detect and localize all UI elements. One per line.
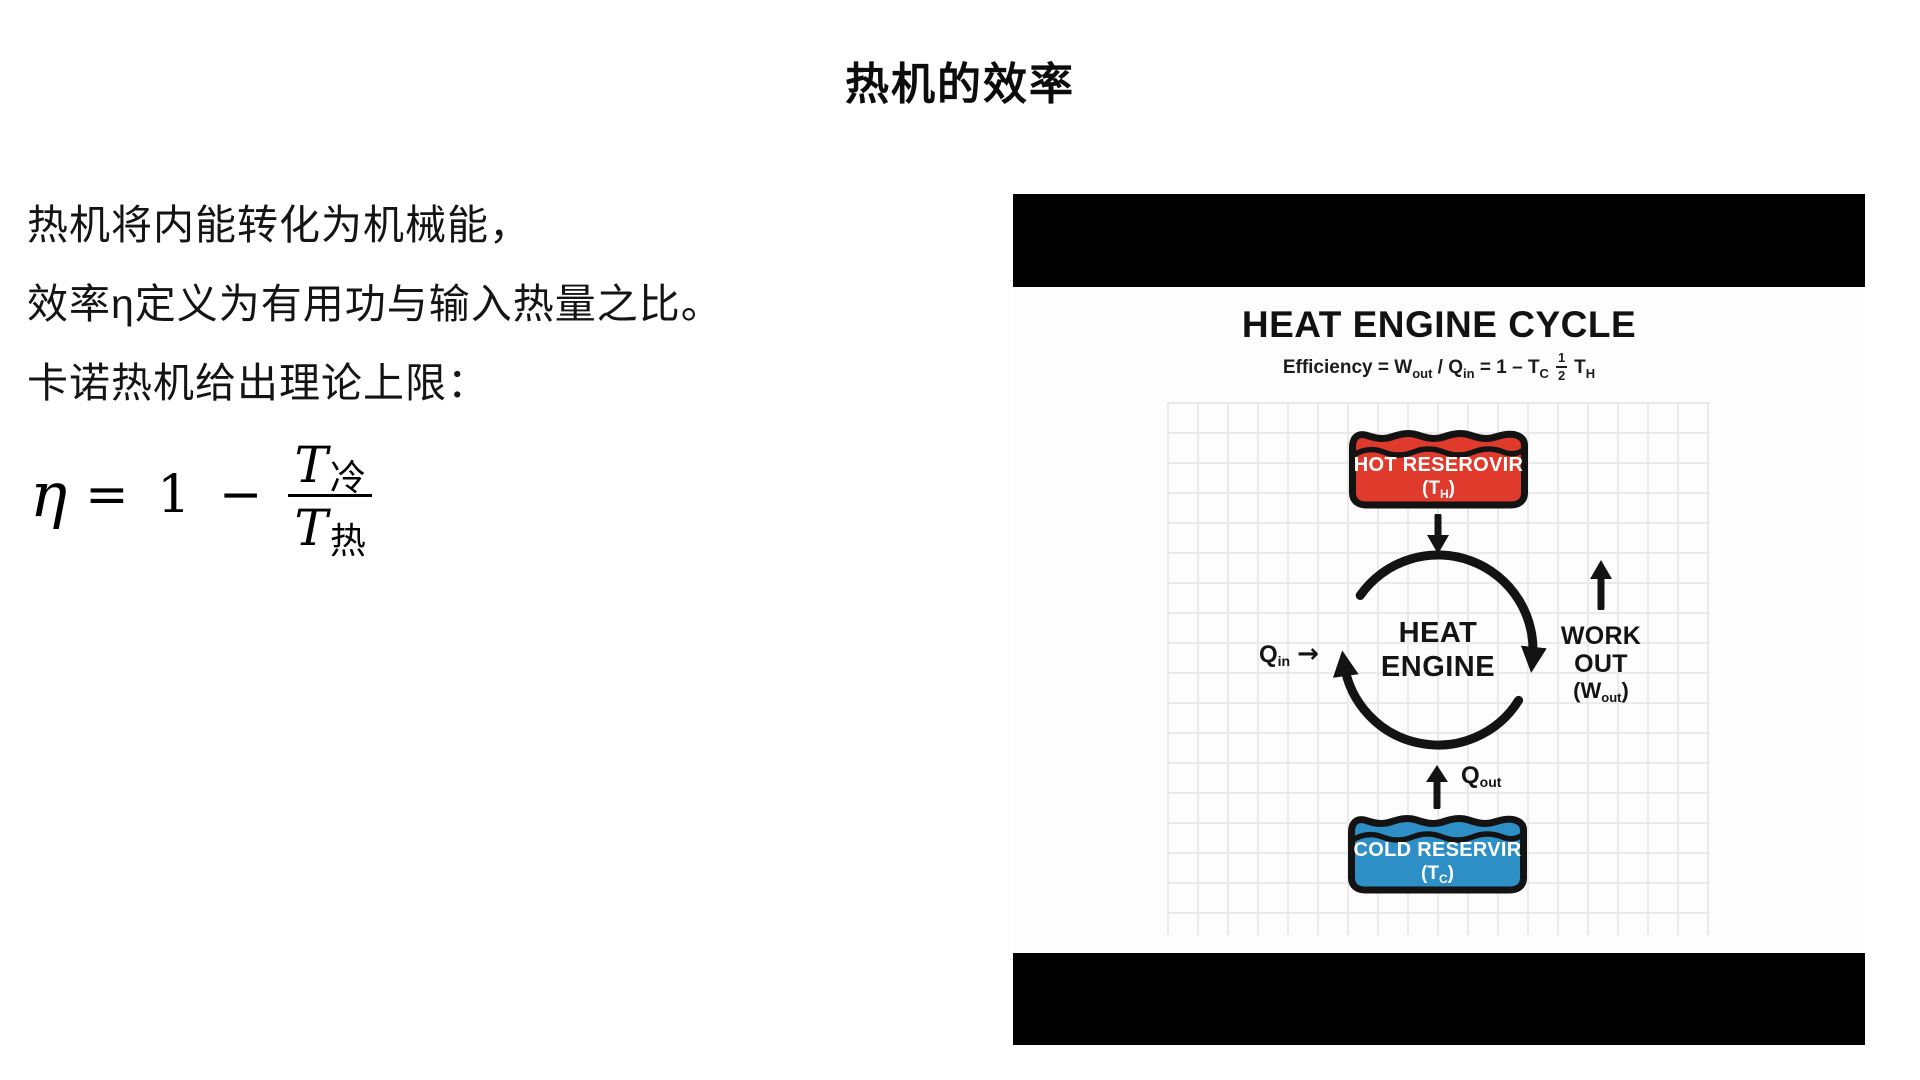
denominator-base: T bbox=[294, 499, 328, 557]
cycle-circle-icon bbox=[1332, 550, 1547, 750]
work-line-1: WORK bbox=[1560, 622, 1642, 650]
hot-temp-pre: (T bbox=[1422, 478, 1440, 499]
cold-temp-sub: C bbox=[1438, 872, 1448, 886]
wout-post: ) bbox=[1621, 678, 1629, 703]
hot-reservoir-label: HOT RESEROVIR (TH) bbox=[1343, 453, 1534, 502]
hot-reservoir-icon bbox=[1349, 430, 1528, 509]
half-denominator: 2 bbox=[1557, 368, 1566, 384]
page-title: 热机的效率 bbox=[845, 60, 1075, 109]
cold-wave-line bbox=[1349, 831, 1526, 843]
intro-line-2: 效率η定义为有用功与输入热量之比。 bbox=[27, 281, 723, 327]
carnot-formula: η = 1 − T 冷 T 热 bbox=[30, 436, 372, 559]
engine-line-1: HEAT bbox=[1398, 617, 1478, 649]
qout-up-arrow-icon bbox=[1426, 765, 1448, 809]
hot-reservoir-box: HOT RESEROVIR (TH) bbox=[1343, 421, 1534, 511]
engine-line-2: ENGINE bbox=[1380, 651, 1496, 683]
subtitle-sub-out: out bbox=[1412, 365, 1433, 381]
numerator-base: T bbox=[294, 436, 328, 494]
denominator-subscript: 热 bbox=[329, 520, 366, 561]
numerator-subscript: 冷 bbox=[329, 457, 366, 498]
cold-label-text: COLD RESERVIR bbox=[1353, 839, 1522, 861]
wout-sub: out bbox=[1601, 690, 1622, 705]
subtitle-sub-h: H bbox=[1585, 365, 1596, 381]
qin-label: Q in → bbox=[1259, 639, 1319, 669]
intro-line-1: 热机将内能转化为机械能， bbox=[27, 202, 531, 248]
wout-pre: (W bbox=[1573, 678, 1602, 703]
qin-base: Q bbox=[1259, 641, 1278, 668]
qin-subscript: in bbox=[1277, 653, 1291, 669]
cold-reservoir-box: COLD RESERVIR (TC) bbox=[1342, 806, 1533, 896]
wout-text: (Wout) bbox=[1573, 678, 1629, 707]
fraction-numerator: T 冷 bbox=[288, 436, 371, 498]
down-arrow-icon bbox=[1427, 514, 1449, 554]
cold-reservoir-icon bbox=[1348, 815, 1527, 894]
qout-label: Q out bbox=[1461, 762, 1501, 791]
work-line-2: OUT bbox=[1574, 650, 1628, 678]
up-arrow-icon bbox=[1590, 560, 1612, 610]
half-numerator: 1 bbox=[1555, 350, 1568, 369]
cold-temp-post: ) bbox=[1447, 863, 1454, 884]
intro-paragraph: 热机将内能转化为机械能， 效率η定义为有用功与输入热量之比。 卡诺热机给出理论上… bbox=[27, 186, 723, 423]
hot-label-text: HOT RESEROVIR bbox=[1353, 454, 1524, 476]
cold-reservoir-label: COLD RESERVIR (TC) bbox=[1342, 838, 1533, 887]
cycle-top-arc bbox=[1355, 550, 1547, 673]
formula-relation: = 1 − bbox=[85, 464, 269, 525]
right-arrow-icon: → bbox=[1297, 639, 1319, 669]
hot-temp-text: (TH) bbox=[1343, 477, 1534, 502]
fraction-bar bbox=[288, 494, 372, 497]
subtitle-seg2: / Q bbox=[1432, 357, 1464, 379]
work-out-block: WORK OUT (Wout) bbox=[1541, 558, 1661, 707]
hot-temp-sub: H bbox=[1439, 487, 1449, 501]
intro-line-3: 卡诺热机给出理论上限： bbox=[27, 360, 489, 406]
subtitle-sub-in: in bbox=[1463, 365, 1475, 381]
cold-temp-text: (TC) bbox=[1342, 862, 1533, 887]
top-black-bar bbox=[1013, 194, 1865, 287]
subtitle-seg3: = 1 – T bbox=[1474, 357, 1540, 379]
cold-temp-pre: (T bbox=[1421, 863, 1439, 884]
fraction-denominator: T 热 bbox=[288, 497, 371, 559]
cycle-bottom-arc bbox=[1332, 650, 1524, 750]
subtitle-sub-c: C bbox=[1539, 365, 1549, 381]
subtitle-seg1: Efficiency = W bbox=[1282, 357, 1413, 379]
formula-fraction: T 冷 T 热 bbox=[288, 436, 372, 559]
qout-subscript: out bbox=[1479, 774, 1502, 790]
bottom-black-bar bbox=[1013, 953, 1865, 1045]
heat-engine-label: HEAT ENGINE bbox=[1323, 535, 1553, 765]
qout-base: Q bbox=[1461, 762, 1480, 789]
formula-eta: η bbox=[30, 458, 68, 531]
diagram-title: HEAT ENGINE CYCLE bbox=[1241, 304, 1637, 345]
hot-temp-post: ) bbox=[1448, 478, 1455, 499]
hot-wave-line bbox=[1350, 446, 1527, 458]
subtitle-seg4: T bbox=[1574, 357, 1586, 379]
